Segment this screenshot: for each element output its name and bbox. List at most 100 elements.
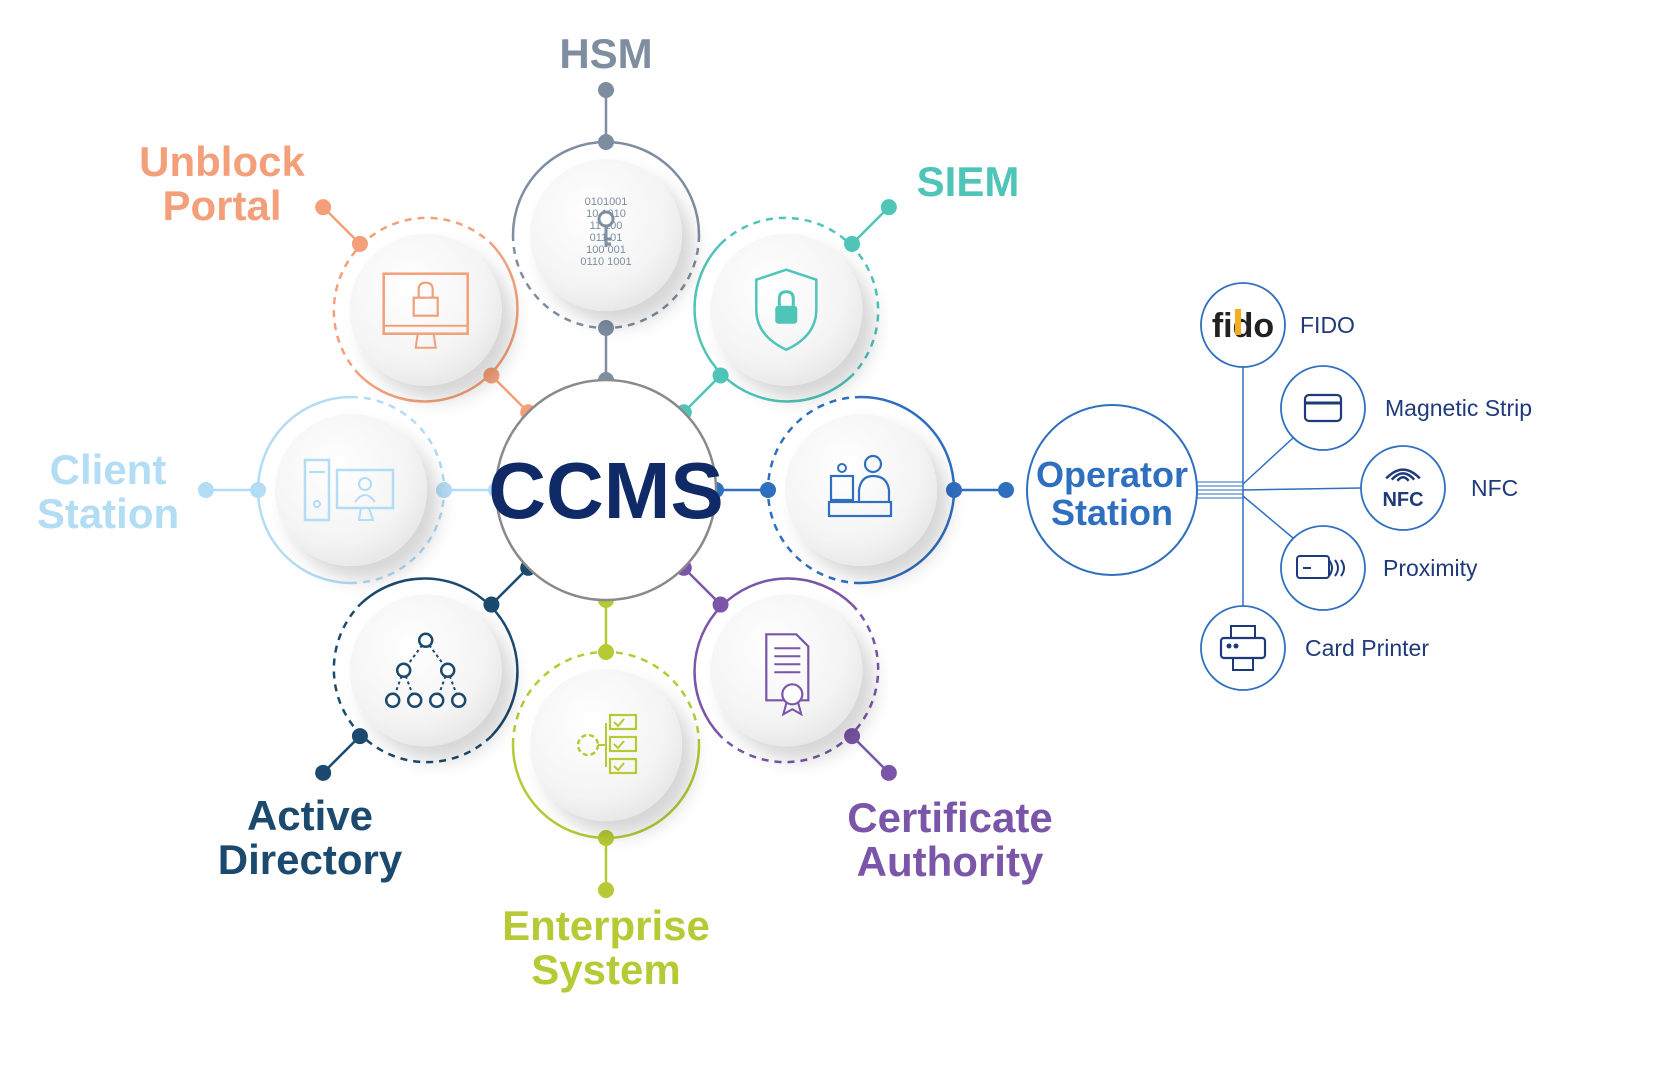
monitor	[829, 474, 855, 502]
client-ring-solid	[256, 395, 352, 585]
unblock-label-line: Portal	[162, 182, 281, 229]
lock-shackle	[777, 290, 795, 306]
ccms-center-label: CCMS	[488, 446, 724, 535]
certificate-connector-dot	[712, 596, 729, 613]
fido-logo-text: fido	[1212, 307, 1274, 345]
client-connector-dot	[198, 482, 214, 498]
unblock-outer-connector	[322, 206, 361, 245]
seal	[781, 683, 804, 706]
hierarchy-tree-icon	[384, 632, 467, 709]
certificate-ring-solid	[719, 603, 880, 764]
proximity-wave	[1334, 559, 1339, 577]
siem-ring-solid	[719, 216, 880, 377]
siem-ring-dashed	[693, 243, 853, 403]
person-head	[863, 454, 883, 474]
device-label: Proximity	[1383, 555, 1478, 581]
nfc-wave	[1385, 468, 1421, 480]
unblock-ring-dashed	[359, 243, 519, 403]
device-circle	[1280, 525, 1366, 611]
workflow-checklist-icon	[576, 713, 638, 775]
unblock-label-line: Unblock	[139, 138, 305, 185]
unblock-connector-dot	[351, 235, 368, 252]
printer-led	[1233, 643, 1239, 649]
siem-outer-connector	[851, 206, 890, 245]
tower-button	[313, 500, 321, 508]
hsm-ring-dashed	[511, 234, 701, 330]
binary-digit-text: 0101001	[585, 196, 628, 208]
operator-station-label-line: Station	[1051, 492, 1173, 533]
checklist-box	[608, 713, 638, 731]
check-mark	[613, 740, 625, 750]
proximity-wave	[1328, 559, 1333, 577]
check-mark	[613, 718, 625, 728]
device-circle	[1360, 445, 1446, 531]
tree-node	[439, 662, 456, 679]
nfc-wave	[1396, 475, 1410, 482]
directory-connector-dot	[315, 764, 332, 781]
fido-logo-accent	[1235, 309, 1241, 335]
tree-node	[406, 692, 423, 709]
nfc-logo-text: NFC	[1382, 489, 1423, 511]
nfc-icon: NFC	[1382, 468, 1424, 511]
tree-node	[384, 692, 401, 709]
directory-ring-dashed	[359, 577, 519, 737]
shield-outline	[755, 268, 818, 352]
key-bow	[597, 210, 615, 228]
printer-led	[1226, 643, 1232, 649]
device-label: Card Printer	[1305, 635, 1429, 661]
binary-digit-text: 0110 1001	[580, 256, 631, 268]
operator-station-label-line: Operator	[1036, 454, 1188, 495]
lock-shackle	[417, 281, 434, 298]
directory-label-line: Active	[247, 792, 373, 839]
magnetic-card-icon	[1303, 393, 1343, 423]
certificate-label-line: Authority	[857, 838, 1044, 885]
card-outline	[1303, 393, 1343, 423]
monitor-stand	[357, 507, 375, 521]
card-printer-icon	[1219, 625, 1267, 671]
certificate-connector-dot	[880, 764, 897, 781]
monitor-lock-icon	[382, 272, 469, 349]
binary-digit-text: 100 001	[586, 244, 626, 256]
directory-connector-dot	[351, 728, 368, 745]
proximity-wave	[1340, 559, 1345, 577]
seal-ribbon	[781, 703, 803, 717]
siem-inner-connector	[682, 374, 722, 414]
proximity-branch	[1242, 495, 1294, 539]
proximity-card-icon	[1296, 555, 1345, 579]
siem-connector-dot	[712, 367, 729, 384]
nfc-branch	[1242, 487, 1362, 491]
unblock-disc	[349, 233, 502, 386]
printer-output-card	[1232, 657, 1254, 671]
enterprise-ring-dashed	[511, 650, 701, 746]
shield-lock-icon	[755, 268, 818, 352]
enterprise-connector-dot	[598, 882, 614, 898]
card-outline	[1296, 555, 1330, 579]
siem-connector-dot	[844, 235, 861, 252]
lock-body	[412, 296, 439, 317]
certificate-connector-dot	[844, 728, 861, 745]
nfc-wave	[1390, 472, 1416, 481]
checklist-box	[608, 757, 638, 775]
connector	[598, 723, 607, 767]
certificate-inner-connector	[682, 566, 722, 606]
enterprise-ring-solid	[511, 744, 701, 840]
desktop-computer-icon	[303, 458, 395, 522]
device-label: Magnetic Strip	[1385, 395, 1532, 421]
operator-disc	[785, 414, 937, 566]
person-body	[857, 474, 891, 502]
tree-node	[417, 632, 434, 649]
unblock-ring-solid	[332, 216, 493, 377]
siem-connector-dot	[880, 199, 897, 216]
tree-node	[395, 662, 412, 679]
monitor	[335, 468, 395, 510]
checklist-box	[608, 735, 638, 753]
fido-logo-icon: fido	[1212, 307, 1274, 345]
certificate-outer-connector	[851, 735, 890, 774]
directory-ring-solid	[332, 603, 493, 764]
certificate-document-icon	[765, 633, 810, 717]
siem-label-line: SIEM	[917, 158, 1020, 205]
hsm-ring-solid	[511, 140, 701, 236]
magstrip-branch	[1242, 437, 1294, 485]
